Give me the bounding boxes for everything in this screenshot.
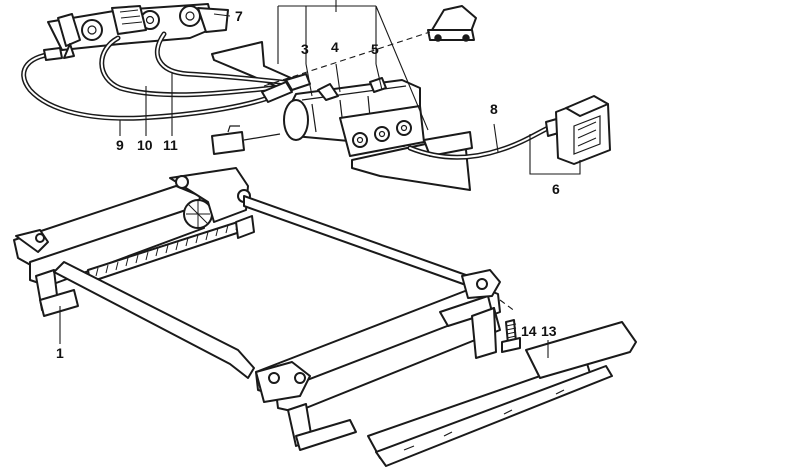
bolt — [501, 319, 521, 353]
callout-11: 11 — [163, 137, 178, 153]
callout-7: 7 — [235, 8, 243, 24]
callout-labels: 1 3 4 5 6 7 8 9 10 11 13 14 — [56, 8, 560, 361]
seat-rail-frame — [13, 167, 501, 451]
leader-lines — [59, 0, 581, 358]
callout-6: 6 — [552, 181, 560, 197]
callout-3: 3 — [301, 41, 309, 57]
seat-switch — [555, 95, 611, 165]
callout-1: 1 — [56, 345, 64, 361]
flexible-shaft-cables — [21, 31, 311, 121]
electrical-connector — [211, 125, 281, 155]
callout-9: 9 — [116, 137, 124, 153]
callout-10: 10 — [137, 137, 153, 153]
callout-8: 8 — [490, 101, 498, 117]
motor-unit — [283, 77, 425, 157]
gear-housing-assembly — [47, 3, 229, 59]
callout-13: 13 — [541, 323, 557, 339]
callout-5: 5 — [371, 41, 379, 57]
callout-14: 14 — [521, 323, 537, 339]
cover-strip — [367, 321, 637, 467]
rubber-mount — [427, 5, 477, 42]
callout-4: 4 — [331, 39, 339, 55]
